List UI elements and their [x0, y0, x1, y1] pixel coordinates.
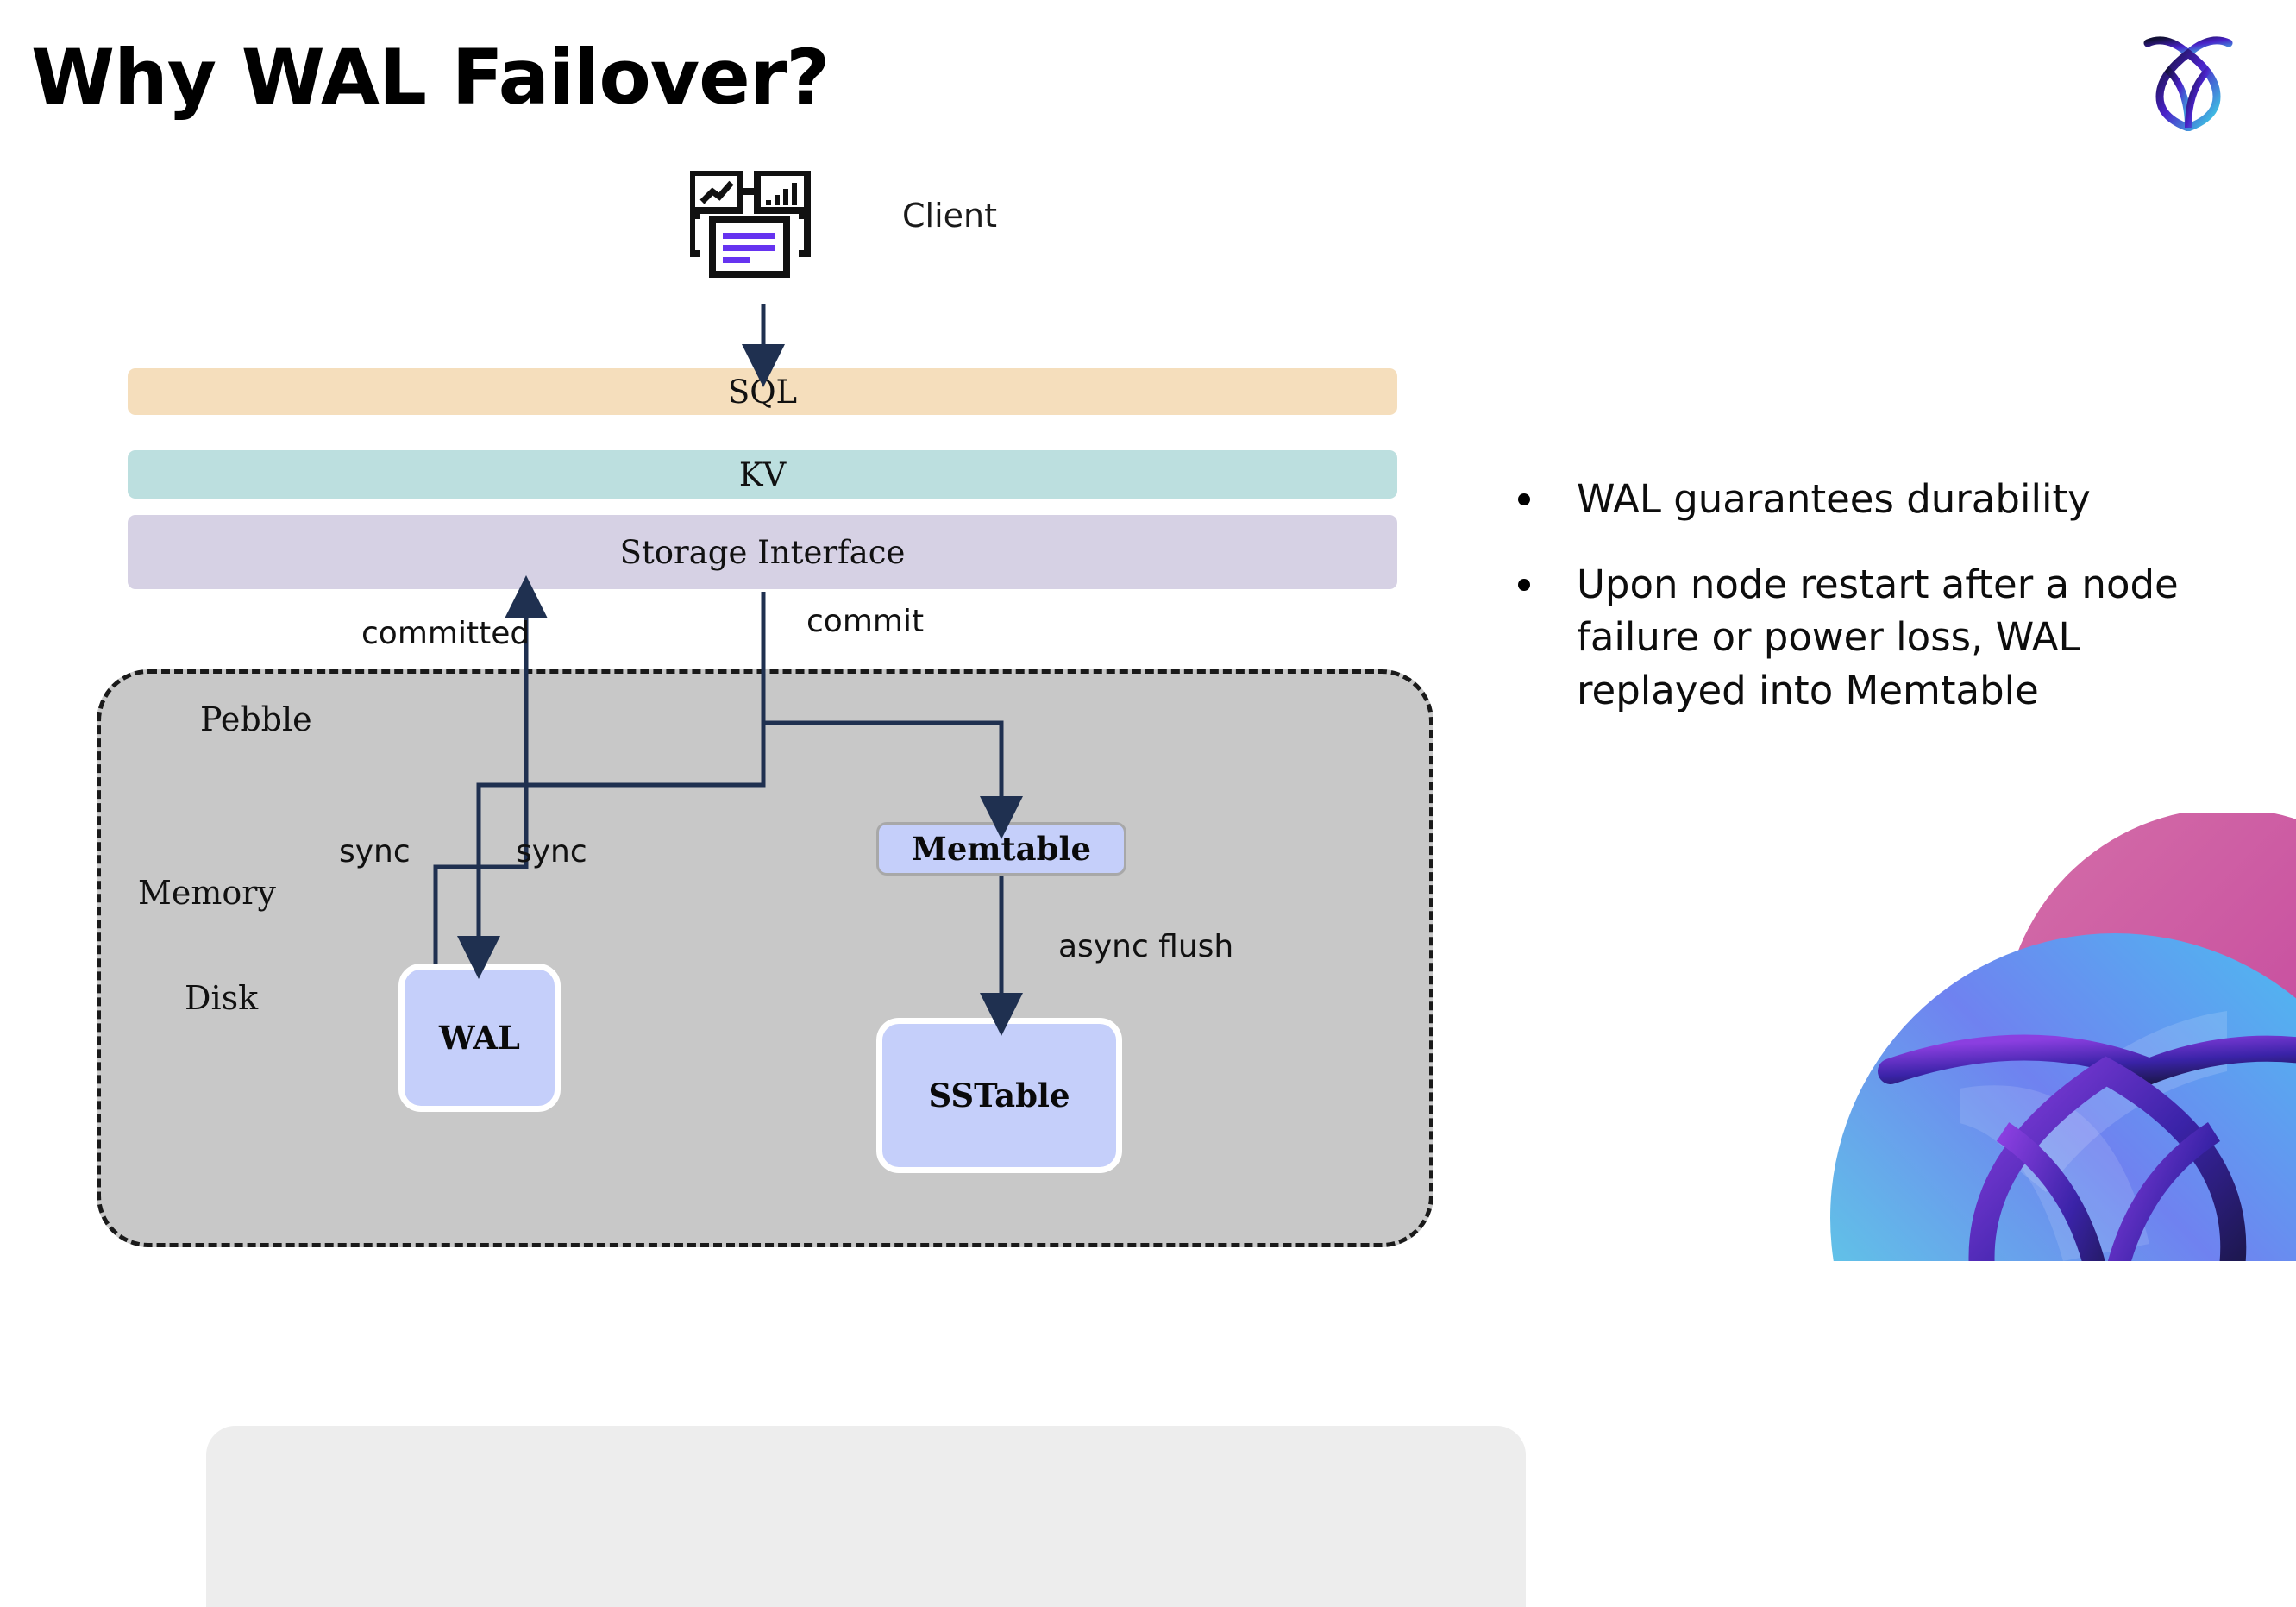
edge-label-commit: commit: [806, 604, 925, 639]
edge-label-committed: committed: [361, 616, 530, 651]
bullet-text: WAL guarantees durability: [1577, 476, 2091, 522]
memory-region: [206, 1426, 1526, 1607]
bullet-dot-icon: [1518, 493, 1530, 505]
node-sstable: SSTable: [876, 1018, 1122, 1173]
node-wal: WAL: [398, 964, 561, 1112]
node-memtable: Memtable: [876, 822, 1126, 876]
memory-label: Memory: [138, 874, 276, 912]
list-item: Upon node restart after a node failure o…: [1518, 558, 2234, 717]
edge-label-sync-right: sync: [516, 834, 587, 869]
layer-bar-storage-interface: Storage Interface: [128, 515, 1397, 589]
client-label: Client: [902, 197, 998, 235]
layer-bar-kv: KV: [128, 450, 1397, 499]
page-title: Why WAL Failover?: [31, 33, 830, 122]
edge-label-sync-left: sync: [339, 834, 411, 869]
layer-bar-sql: SQL: [128, 368, 1397, 415]
bullet-dot-icon: [1518, 579, 1530, 592]
cockroach-labs-watermark-icon: [1744, 813, 2296, 1261]
edge-label-async-flush: async flush: [1058, 929, 1234, 964]
list-item: WAL guarantees durability: [1518, 473, 2234, 525]
pebble-label: Pebble: [200, 700, 312, 738]
cockroach-labs-logo-icon: [2141, 28, 2236, 132]
bullet-list: WAL guarantees durability Upon node rest…: [1518, 473, 2234, 750]
client-dashboard-icon: [688, 169, 828, 300]
bullet-text: Upon node restart after a node failure o…: [1577, 562, 2179, 713]
disk-label: Disk: [185, 979, 259, 1017]
